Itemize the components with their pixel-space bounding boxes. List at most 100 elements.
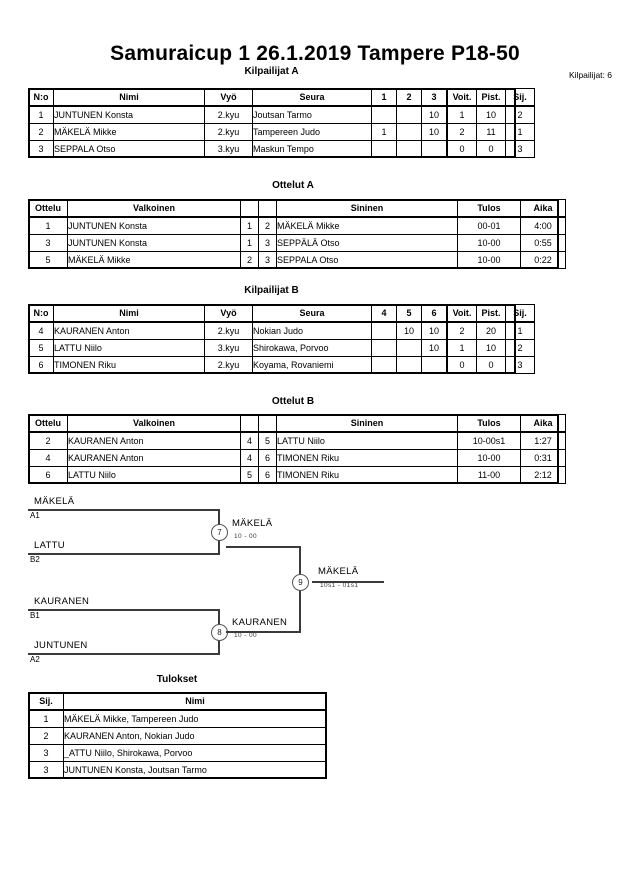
bracket-entrant-seed: A1 bbox=[30, 511, 40, 520]
cell-points: 0 bbox=[476, 140, 506, 158]
table-row: 5 LATTU Niilo 3.kyu Shirokawa, Porvoo 10… bbox=[28, 339, 535, 357]
col-points: Pist. bbox=[476, 304, 506, 323]
cell-white: LATTU Niilo bbox=[67, 466, 241, 484]
table-header-row: Ottelu Valkoinen Sininen Tulos Aika bbox=[28, 414, 566, 433]
heading-pool-a: Kilpailijat A bbox=[244, 66, 299, 77]
cell-blue-num: 5 bbox=[258, 431, 277, 450]
cell-blue: LATTU Niilo bbox=[276, 431, 458, 450]
cell-time: 0:31 bbox=[520, 449, 566, 467]
heading-matches-b: Ottelut B bbox=[271, 396, 315, 407]
cell-match-no: 5 bbox=[28, 251, 68, 269]
cell-match-no: 6 bbox=[28, 466, 68, 484]
col-name: Nimi bbox=[63, 692, 327, 711]
bracket-line bbox=[28, 653, 220, 655]
cell-score-4 bbox=[371, 356, 397, 374]
table-header-row: Sij. Nimi bbox=[28, 692, 327, 711]
cell-score-6 bbox=[421, 356, 448, 374]
bracket-entrant-name: LATTU bbox=[34, 540, 65, 551]
heading-results: Tulokset bbox=[156, 674, 198, 685]
table-row: 6 LATTU Niilo 5 6 TIMONEN Riku 11-00 2:1… bbox=[28, 466, 566, 484]
cell-name: MÄKELÄ Mikke bbox=[53, 123, 205, 141]
table-header-row: N:o Nimi Vyö Seura 4 5 6 Voit. Pist. Sij… bbox=[28, 304, 535, 323]
cell-points: 10 bbox=[476, 339, 506, 357]
col-wins: Voit. bbox=[446, 304, 477, 323]
cell-points: 11 bbox=[476, 123, 506, 141]
col-score-5: 5 bbox=[396, 304, 422, 323]
cell-time: 0:22 bbox=[520, 251, 566, 269]
bracket-node-8: 8 bbox=[211, 624, 228, 641]
bracket-match-score: 10 - 00 bbox=[234, 632, 258, 639]
cell-name: JUNTUNEN Konsta, Joutsan Tarmo bbox=[63, 761, 327, 779]
table-row: 3 JUNTUNEN Konsta, Joutsan Tarmo bbox=[28, 761, 327, 779]
col-time: Aika bbox=[520, 199, 566, 218]
cell-result: 10-00s1 bbox=[457, 431, 521, 450]
cell-name: _ATTU Niilo, Shirokawa, Porvoo bbox=[63, 744, 327, 762]
cell-white-num: 4 bbox=[240, 431, 259, 450]
col-white-num bbox=[240, 199, 259, 218]
bracket-entrant-seed: B1 bbox=[30, 611, 40, 620]
cell-belt: 2.kyu bbox=[204, 321, 253, 340]
cell-blue: TIMONEN Riku bbox=[276, 449, 458, 467]
cell-score-1: 1 bbox=[371, 123, 397, 141]
cell-belt: 3.kyu bbox=[204, 140, 253, 158]
bracket-node-7: 7 bbox=[211, 524, 228, 541]
cell-name: LATTU Niilo bbox=[53, 339, 205, 357]
cell-score-2 bbox=[396, 105, 422, 124]
cell-rank: 3 bbox=[505, 140, 535, 158]
heading-pool-b: Kilpailijat B bbox=[244, 285, 299, 296]
cell-wins: 1 bbox=[446, 339, 477, 357]
table-row: 3 _ATTU Niilo, Shirokawa, Porvoo bbox=[28, 744, 327, 762]
cell-rank: 1 bbox=[505, 321, 535, 340]
cell-no: 1 bbox=[28, 105, 54, 124]
cell-score-6: 10 bbox=[421, 339, 448, 357]
cell-match-no: 1 bbox=[28, 216, 68, 235]
cell-match-no: 3 bbox=[28, 234, 68, 252]
cell-club: Tampereen Judo bbox=[252, 123, 372, 141]
bracket-line bbox=[226, 546, 301, 548]
table-row: 1 JUNTUNEN Konsta 1 2 MÄKELÄ Mikke 00-01… bbox=[28, 216, 566, 235]
cell-white: KAURANEN Anton bbox=[67, 449, 241, 467]
cell-belt: 3.kyu bbox=[204, 339, 253, 357]
cell-white: JUNTUNEN Konsta bbox=[67, 216, 241, 235]
bracket-line bbox=[28, 553, 220, 555]
col-no: N:o bbox=[28, 304, 54, 323]
cell-points: 0 bbox=[476, 356, 506, 374]
cell-name: MÄKELÄ Mikke, Tampereen Judo bbox=[63, 709, 327, 728]
table-row: 4 KAURANEN Anton 4 6 TIMONEN Riku 10-00 … bbox=[28, 449, 566, 467]
cell-blue-num: 3 bbox=[258, 234, 277, 252]
cell-blue-num: 6 bbox=[258, 466, 277, 484]
col-wins: Voit. bbox=[446, 88, 477, 107]
table-results: Sij. Nimi 1 MÄKELÄ Mikke, Tampereen Judo… bbox=[28, 692, 327, 779]
col-blue-num bbox=[258, 199, 277, 218]
cell-result: 11-00 bbox=[457, 466, 521, 484]
cell-rank: 2 bbox=[505, 105, 535, 124]
cell-score-4 bbox=[371, 321, 397, 340]
cell-no: 3 bbox=[28, 140, 54, 158]
cell-no: 5 bbox=[28, 339, 54, 357]
cell-rank: 1 bbox=[505, 123, 535, 141]
cell-wins: 0 bbox=[446, 356, 477, 374]
col-blue-num bbox=[258, 414, 277, 433]
table-header-row: Ottelu Valkoinen Sininen Tulos Aika bbox=[28, 199, 566, 218]
cell-rank: 2 bbox=[505, 339, 535, 357]
cell-blue-num: 2 bbox=[258, 216, 277, 235]
cell-club: Maskun Tempo bbox=[252, 140, 372, 158]
cell-score-3 bbox=[421, 140, 448, 158]
cell-white-num: 2 bbox=[240, 251, 259, 269]
bracket-final-score: 10s1 - 01s1 bbox=[320, 582, 359, 589]
cell-no: 4 bbox=[28, 321, 54, 340]
table-row: 2 KAURANEN Anton, Nokian Judo bbox=[28, 727, 327, 745]
cell-blue-num: 3 bbox=[258, 251, 277, 269]
cell-score-3: 10 bbox=[421, 105, 448, 124]
cell-rank: 3 bbox=[28, 744, 64, 762]
table-row: 2 MÄKELÄ Mikke 2.kyu Tampereen Judo 1 10… bbox=[28, 123, 535, 141]
col-score-4: 4 bbox=[371, 304, 397, 323]
cell-white-num: 1 bbox=[240, 216, 259, 235]
bracket-entrant-seed: B2 bbox=[30, 555, 40, 564]
col-score-6: 6 bbox=[421, 304, 448, 323]
cell-club: Joutsan Tarmo bbox=[252, 105, 372, 124]
col-score-3: 3 bbox=[421, 88, 448, 107]
cell-points: 20 bbox=[476, 321, 506, 340]
cell-name: JUNTUNEN Konsta bbox=[53, 105, 205, 124]
cell-wins: 2 bbox=[446, 123, 477, 141]
